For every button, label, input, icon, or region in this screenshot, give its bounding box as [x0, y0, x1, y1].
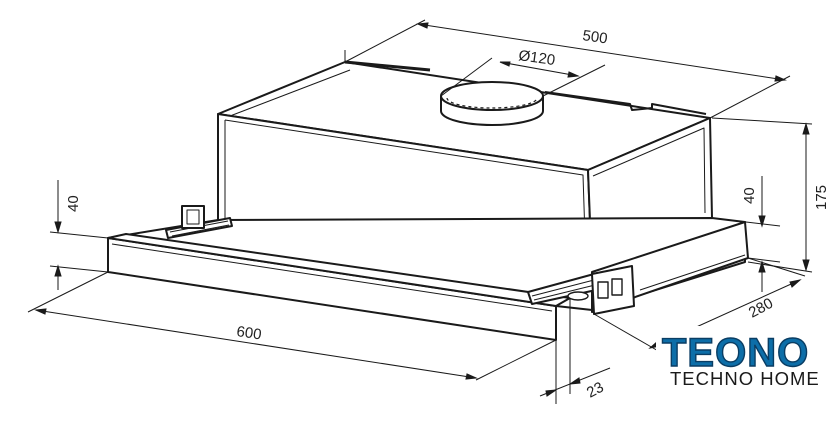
dim-500-label: 500 — [581, 27, 608, 47]
dim-120-ext-right — [542, 64, 606, 97]
telescopic-slider — [107, 205, 749, 341]
dim-40-left-ext-top — [49, 231, 109, 239]
dim-175-ext-bottom — [747, 261, 813, 273]
duct-collar — [440, 81, 544, 126]
logo-backdrop — [656, 326, 836, 388]
dim-40-left-label: 40 — [65, 195, 82, 212]
logo-tagline: TECHNO HOME — [670, 368, 820, 389]
dim-40-right-ext — [711, 217, 781, 227]
dim-120-line — [499, 61, 579, 77]
hood-side-inner-edge — [592, 127, 706, 214]
control-switch-1 — [597, 281, 609, 299]
dim-175-label: 175 — [813, 185, 830, 210]
dim-23-label: 23 — [584, 379, 607, 402]
dim-280-label: 280 — [746, 295, 776, 322]
dim-500-ext-left-2 — [344, 19, 426, 63]
hood-top-rear-rim — [344, 60, 431, 72]
dim-500-ext-right — [709, 75, 791, 119]
dim-40-left-ext-bottom — [49, 265, 109, 273]
dim-120-label: Ø120 — [517, 47, 556, 69]
duct-collar-rim — [440, 81, 544, 111]
dim-600-label: 600 — [235, 323, 262, 343]
dim-600-line — [35, 309, 477, 379]
control-switch-2 — [611, 278, 623, 296]
dim-500-line — [417, 23, 786, 81]
hood-top-notch — [544, 91, 707, 115]
dim-175-ext-top — [711, 117, 813, 125]
dim-120-ext-left — [440, 57, 493, 97]
dim-600-ext-right — [475, 339, 557, 381]
logo-brand: TEONO — [662, 331, 809, 375]
dim-40-right-label: 40 — [741, 187, 758, 204]
slider-grip — [567, 291, 589, 301]
brand-logo: TEONO TECHNO HOME — [656, 326, 836, 389]
dim-600-ext-left — [27, 271, 109, 313]
